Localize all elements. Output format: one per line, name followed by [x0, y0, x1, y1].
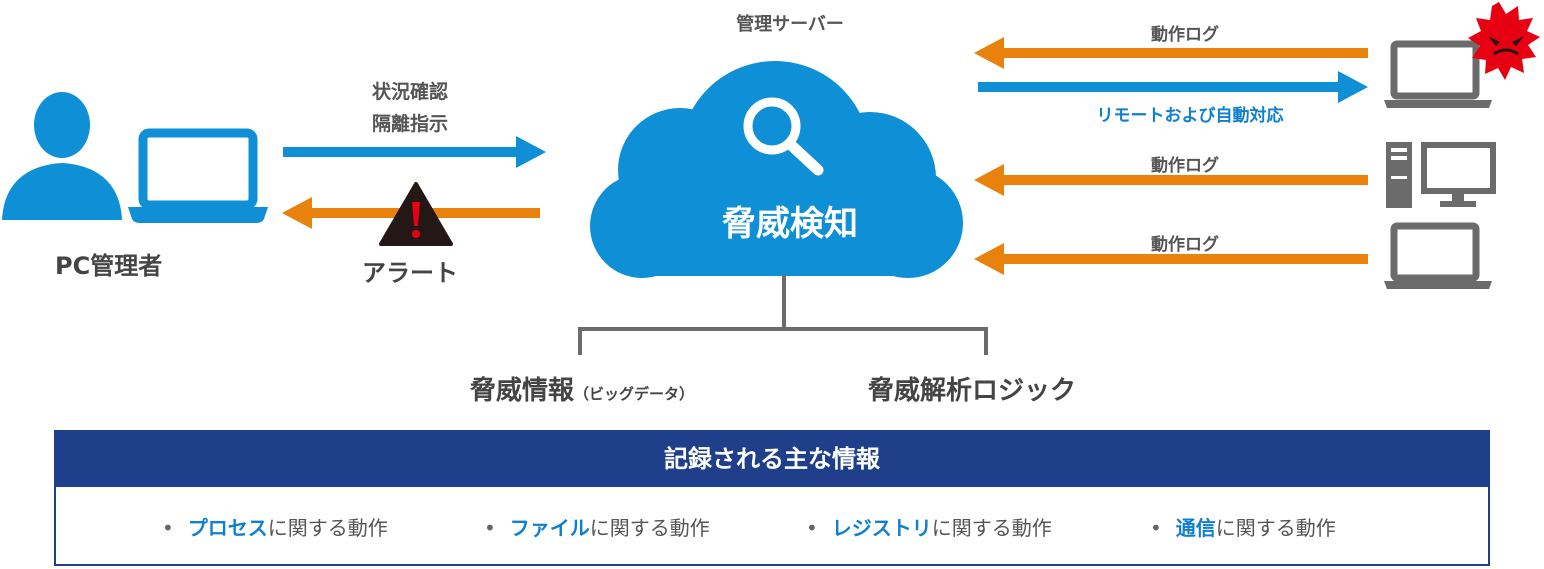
admin-label: PC管理者 — [55, 252, 163, 280]
threat-info-main: 脅威情報 — [470, 376, 575, 406]
cloud-shape — [590, 61, 963, 278]
log-label-3: 動作ログ — [1151, 235, 1219, 255]
item-rest: に関する動作 — [1215, 516, 1336, 540]
item-highlight: ファイル — [509, 516, 590, 540]
endpoint-arrows — [974, 37, 1368, 275]
admin-illustration — [2, 92, 268, 223]
infected-laptop — [1384, 2, 1540, 108]
cloud-server — [590, 61, 963, 278]
desktop-pc-icon — [1386, 142, 1496, 208]
item-rest: に関する動作 — [589, 516, 710, 540]
panel-item-file: • ファイルに関する動作 — [484, 512, 710, 541]
instruction-line-1: 状況確認 — [371, 81, 448, 103]
remote-response-label: リモートおよび自動対応 — [1096, 106, 1284, 126]
threat-info-label: 脅威情報（ビッグデータ） — [470, 370, 694, 407]
recorded-info-panel: 記録される主な情報 — [54, 430, 1490, 566]
virus-icon — [1468, 2, 1540, 80]
threat-info-sub: （ビッグデータ） — [574, 385, 695, 403]
instruction-label: 状況確認 隔離指示 — [340, 76, 480, 140]
bullet: • — [1150, 516, 1162, 540]
log-arrow-1 — [974, 37, 1368, 69]
panel-item-process: • プロセスに関する動作 — [162, 512, 388, 541]
panel-item-network: • 通信に関する動作 — [1150, 512, 1336, 541]
person-icon — [2, 92, 122, 220]
panel-title: 記録される主な情報 — [56, 432, 1488, 487]
instruction-line-2: 隔離指示 — [371, 113, 448, 135]
laptop-icon — [1384, 222, 1492, 289]
magnifier-icon — [743, 97, 824, 176]
bullet: • — [484, 516, 496, 540]
item-highlight: レジストリ — [831, 516, 932, 540]
bullet: • — [162, 516, 174, 540]
remote-response-arrow — [978, 71, 1368, 103]
item-rest: に関する動作 — [267, 516, 388, 540]
laptop-icon — [1384, 40, 1492, 108]
alert-label: アラート — [362, 259, 458, 287]
cloud-label: 脅威検知 — [722, 204, 858, 244]
tree-connector — [578, 275, 988, 355]
threat-logic-label: 脅威解析ロジック — [868, 376, 1077, 406]
log-label-2: 動作ログ — [1151, 156, 1219, 176]
item-highlight: プロセス — [187, 516, 268, 540]
server-label: 管理サーバー — [736, 14, 844, 35]
item-highlight: 通信 — [1175, 516, 1216, 540]
log-arrow-2 — [974, 164, 1368, 196]
log-label-1: 動作ログ — [1151, 25, 1219, 45]
warning-triangle-icon — [379, 182, 453, 246]
panel-item-registry: • レジストリに関する動作 — [806, 512, 1052, 541]
laptop-icon — [128, 128, 268, 223]
item-rest: に関する動作 — [931, 516, 1052, 540]
bullet: • — [806, 516, 818, 540]
instruction-arrow — [283, 136, 546, 168]
log-arrow-3 — [974, 243, 1368, 275]
